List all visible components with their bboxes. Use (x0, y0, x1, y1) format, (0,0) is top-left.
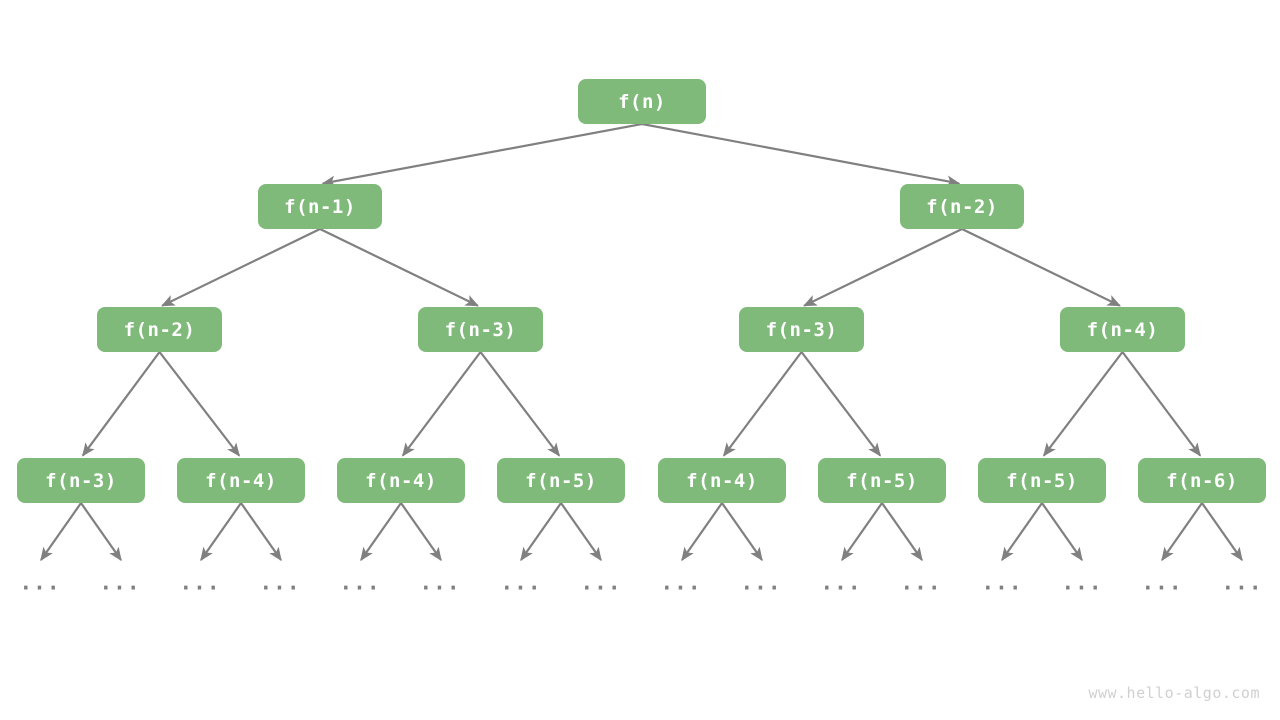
tree-node-n6[interactable]: f(n-4) (1060, 307, 1185, 352)
edge (721, 502, 763, 562)
tree-node-n14[interactable]: f(n-6) (1138, 458, 1266, 503)
ellipsis-marker: ... (1141, 570, 1183, 595)
edge (1042, 351, 1124, 457)
edge (961, 228, 1121, 307)
edge (841, 502, 883, 562)
edge (400, 502, 442, 562)
edge (479, 351, 561, 457)
ellipsis-marker: ... (660, 570, 702, 595)
ellipsis-marker: ... (740, 570, 782, 595)
ellipsis-marker: ... (339, 570, 381, 595)
edge (803, 228, 963, 307)
edge (520, 502, 562, 562)
ellipsis-marker: ... (1061, 570, 1103, 595)
edge (240, 502, 282, 562)
tree-node-n7[interactable]: f(n-3) (17, 458, 145, 503)
ellipsis-marker: ... (900, 570, 942, 595)
ellipsis-marker: ... (419, 570, 461, 595)
edge (360, 502, 402, 562)
ellipsis-marker: ... (500, 570, 542, 595)
tree-node-n4[interactable]: f(n-3) (418, 307, 543, 352)
leaf-stub-edges (40, 502, 1243, 562)
tree-node-n1[interactable]: f(n-1) (258, 184, 382, 229)
edge (81, 351, 161, 457)
tree-node-n2[interactable]: f(n-2) (900, 184, 1024, 229)
tree-node-n5[interactable]: f(n-3) (739, 307, 864, 352)
edge (560, 502, 602, 562)
tree-node-n13[interactable]: f(n-5) (978, 458, 1106, 503)
edge (321, 122, 643, 187)
ellipsis-marker: ... (1221, 570, 1263, 595)
ellipsis-marker: ... (259, 570, 301, 595)
edge (319, 228, 479, 307)
ellipsis-marker: ... (981, 570, 1023, 595)
tree-node-n10[interactable]: f(n-5) (497, 458, 625, 503)
edge (800, 351, 882, 457)
ellipsis-marker: ... (99, 570, 141, 595)
ellipsis-marker: ... (19, 570, 61, 595)
edge (1201, 502, 1243, 562)
ellipsis-marker: ... (820, 570, 862, 595)
edge (401, 351, 482, 457)
edge (722, 351, 803, 457)
tree-node-n0[interactable]: f(n) (578, 79, 706, 124)
ellipsis-marker: ... (580, 570, 622, 595)
tree-node-n12[interactable]: f(n-5) (818, 458, 946, 503)
edge (40, 502, 82, 562)
ellipsis-marker: ... (179, 570, 221, 595)
edge (158, 351, 241, 457)
tree-node-n3[interactable]: f(n-2) (97, 307, 222, 352)
edge (881, 502, 923, 562)
edge (1001, 502, 1043, 562)
tree-node-n9[interactable]: f(n-4) (337, 458, 465, 503)
edge (681, 502, 723, 562)
tree-node-n8[interactable]: f(n-4) (177, 458, 305, 503)
tree-node-n11[interactable]: f(n-4) (658, 458, 786, 503)
edge (161, 228, 321, 307)
edge (1041, 502, 1083, 562)
edge (641, 122, 961, 187)
edge (200, 502, 242, 562)
tree-edges (81, 122, 1202, 457)
edge (1121, 351, 1202, 457)
edge (80, 502, 122, 562)
edge (1161, 502, 1203, 562)
watermark: www.hello-algo.com (1088, 684, 1260, 702)
